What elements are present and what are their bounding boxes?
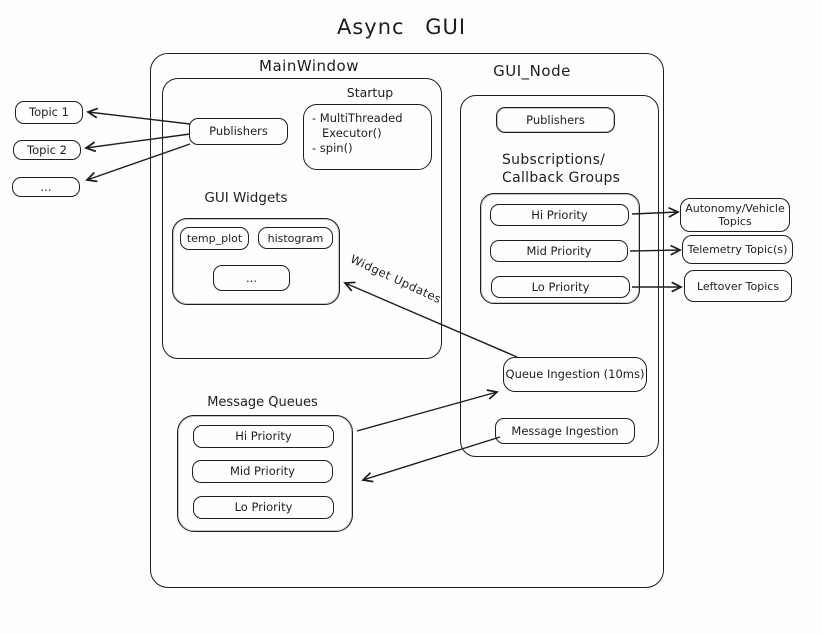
node-topic-1: Topic 1 [15, 101, 83, 124]
node-mq-mid-priority: Mid Priority [192, 460, 333, 483]
node-histogram: histogram [258, 227, 333, 249]
startup-line-2: Executor() [322, 126, 382, 140]
node-mq-hi-priority: Hi Priority [193, 425, 334, 448]
node-widgets-ellipsis: ... [213, 265, 290, 291]
node-mq-lo-priority: Lo Priority [193, 496, 334, 519]
node-publishers-gui-node: Publishers [496, 107, 615, 133]
gui-widgets-label: GUI Widgets [204, 190, 288, 206]
diagram-title: Async GUI [337, 15, 467, 39]
node-startup [303, 104, 432, 170]
node-message-ingestion: Message Ingestion [495, 418, 635, 444]
subscriptions-label-line2: Callback Groups [502, 169, 621, 186]
main-window-label: MainWindow [259, 57, 359, 75]
startup-label: Startup [346, 85, 394, 100]
node-sub-hi-priority: Hi Priority [490, 204, 629, 226]
main-window-inner-frame [162, 78, 442, 359]
subscriptions-container [480, 193, 640, 304]
node-topic-2: Topic 2 [13, 140, 81, 160]
node-autonomy-vehicle-topics: Autonomy/Vehicle Topics [680, 198, 790, 232]
startup-line-3: - spin() [312, 141, 353, 155]
node-sub-mid-priority: Mid Priority [490, 240, 628, 262]
node-topic-ellipsis: ... [12, 177, 80, 197]
node-temp-plot: temp_plot [180, 227, 249, 250]
node-telemetry-topics: Telemetry Topic(s) [682, 235, 793, 264]
gui-node-label: GUI_Node [493, 62, 571, 80]
main-window-frame [150, 53, 664, 588]
node-queue-ingestion: Queue Ingestion (10ms) [503, 357, 647, 392]
node-leftover-topics: Leftover Topics [684, 270, 792, 302]
message-queues-label: Message Queues [207, 395, 318, 410]
gui-node-frame [460, 95, 659, 457]
gui-widgets-container [172, 218, 340, 305]
message-queues-container [177, 415, 353, 532]
subscriptions-label-line1: Subscriptions/ [502, 152, 606, 168]
node-publishers-mainwindow: Publishers [189, 118, 288, 145]
node-sub-lo-priority: Lo Priority [491, 276, 630, 298]
startup-line-1: - MultiThreaded [312, 111, 403, 125]
